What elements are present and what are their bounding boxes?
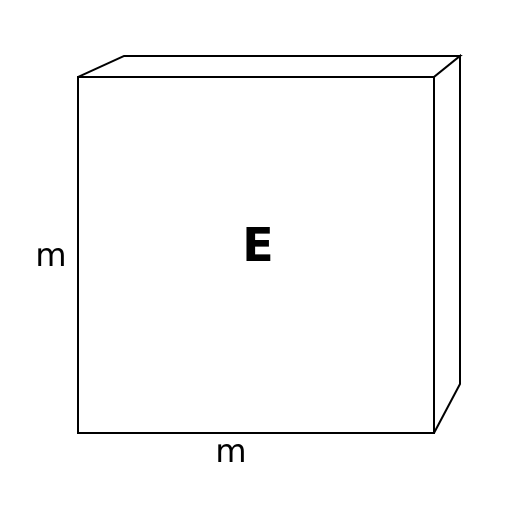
box-side-face [433,53,461,434]
box-front-face [77,76,435,434]
width-dimension-label: m [215,432,246,470]
height-dimension-label: m [35,236,66,274]
box-top-face [77,55,463,78]
face-label: E [242,218,273,272]
